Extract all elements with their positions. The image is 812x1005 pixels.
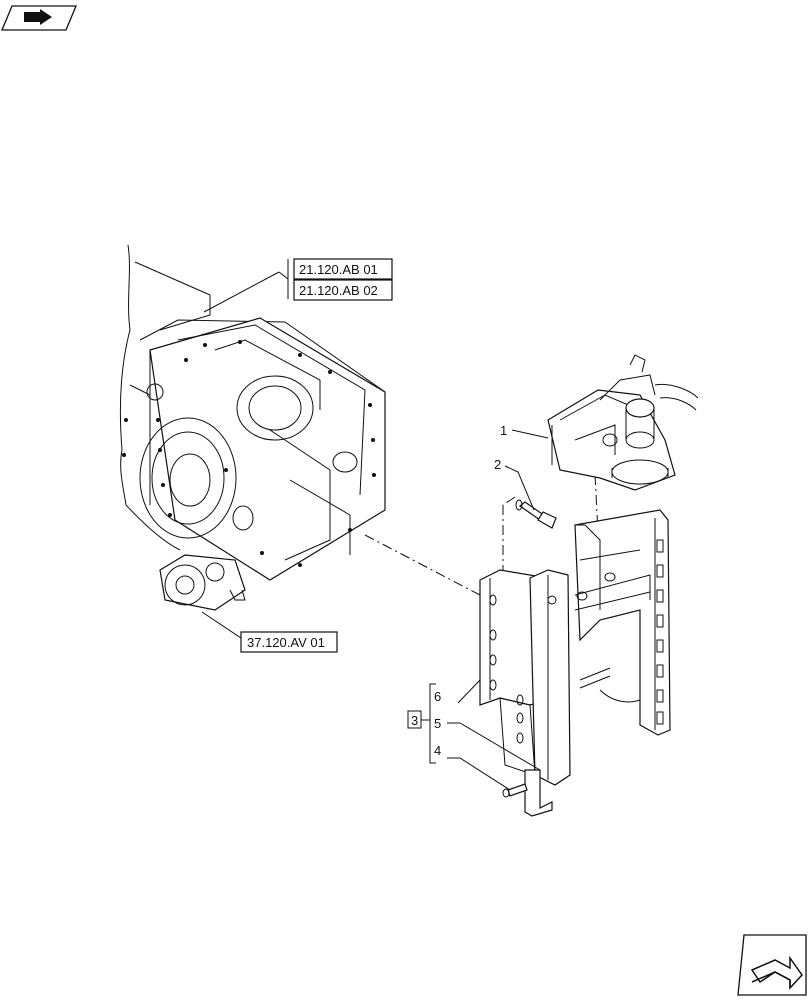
callout-5: 5 [434,716,441,731]
part-4-bolt [502,783,528,798]
lower-pump-assembly [159,554,246,611]
reference-21-120-ab-01[interactable]: 21.120.AB 01 [299,262,378,277]
part-2-bolt [515,499,557,529]
callout-1: 1 [500,423,507,438]
part-1-tow-hitch [547,354,699,491]
callout-numbers: 1 2 6 5 4 3 [407,423,507,764]
reference-21-120-ab-01-frame [293,258,393,280]
reference-21-120-ab-02[interactable]: 21.120.AB 02 [299,283,378,298]
kit-bracket [429,683,436,764]
reference-box-37-120[interactable]: 37.120.AV 01 [240,631,338,653]
leader-lines [201,271,549,791]
hitch-slide-rail [574,509,671,736]
next-page-icon[interactable] [737,934,807,996]
reference-21-120-ab-02-frame [293,279,393,301]
transmission-housing [119,244,386,581]
bottom-bracket [524,769,553,817]
previous-page-icon[interactable] [1,5,77,31]
reference-37-120-av-01[interactable]: 37.120.AV 01 [247,635,325,650]
reference-37-120-av-01-frame [240,631,338,653]
callout-6: 6 [434,689,441,704]
callout-2: 2 [494,457,501,472]
reference-box-21-120[interactable]: 21.120.AB 01 21.120.AB 02 [278,258,393,301]
callout-3: 3 [411,713,418,728]
callout-4: 4 [434,743,441,758]
